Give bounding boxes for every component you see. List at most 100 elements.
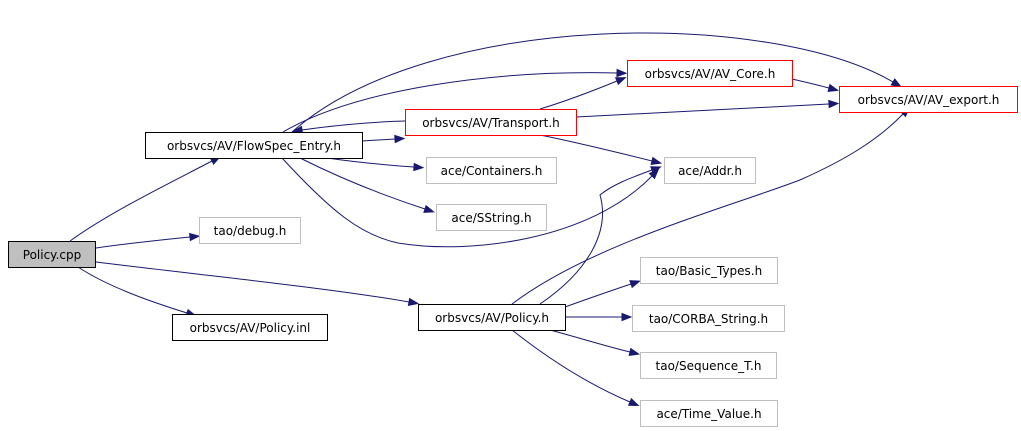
edge-line [299, 157, 426, 210]
edge-flowspec-to-containers [326, 157, 425, 172]
node-box [627, 60, 793, 87]
edge-transport-to-flowspec [291, 120, 406, 135]
edge-policy_cpp-to-policy_inl [77, 266, 197, 317]
edge-line [549, 329, 631, 353]
arrowhead-icon [827, 83, 840, 92]
arrowhead-icon [650, 156, 663, 165]
node-flowspec[interactable]: orbsvcs/AV/FlowSpec_Entry.h [145, 132, 363, 159]
arrowhead-icon [423, 204, 435, 213]
edge-line [511, 329, 631, 403]
arrowhead-icon [627, 397, 640, 407]
node-containers: ace/Containers.h [426, 157, 557, 184]
node-sequence-t: tao/Sequence_T.h [640, 352, 777, 379]
node-label: ace/SString.h [451, 211, 531, 225]
node-box [405, 109, 577, 136]
edge-policy_cpp-to-debug [95, 232, 201, 249]
node-box [426, 157, 557, 184]
node-addr: ace/Addr.h [664, 157, 756, 184]
edge-line [564, 283, 632, 308]
node-label: orbsvcs/AV/FlowSpec_Entry.h [167, 139, 341, 153]
node-policy-cpp[interactable]: Policy.cpp [8, 241, 96, 268]
edge-policy_cpp-to-flowspec [69, 156, 222, 242]
edge-line [539, 80, 618, 110]
node-policy-h[interactable]: orbsvcs/AV/Policy.h [418, 304, 566, 331]
edge-flowspec-to-transport [361, 134, 406, 144]
arrowhead-icon [890, 78, 902, 88]
node-corba-string: tao/CORBA_String.h [632, 305, 785, 332]
arrowhead-icon [394, 134, 406, 144]
node-label: ace/Time_Value.h [656, 407, 761, 421]
node-box [632, 305, 785, 332]
edge-line [69, 160, 213, 242]
edge-policy_h-to-time_value [511, 329, 640, 407]
arrowhead-icon [828, 99, 840, 109]
node-label: orbsvcs/AV/Policy.h [435, 311, 549, 325]
edge-line [539, 134, 653, 162]
edge-policy_h-to-corba_string [565, 312, 633, 322]
edge-line [291, 32, 894, 133]
arrowhead-icon [614, 77, 627, 86]
node-box [418, 304, 566, 331]
node-label: orbsvcs/AV/Policy.inl [190, 321, 311, 335]
edge-flowspec-to-sstring [299, 157, 435, 213]
node-label: orbsvcs/AV/Transport.h [422, 116, 560, 130]
arrowhead-icon [407, 297, 420, 307]
edge-line [95, 261, 410, 303]
node-label: ace/Containers.h [441, 164, 543, 178]
edge-line [77, 266, 188, 314]
node-label: tao/CORBA_String.h [649, 312, 768, 326]
edge-line [326, 157, 415, 168]
node-label: tao/debug.h [214, 224, 287, 238]
node-sstring: ace/SString.h [436, 204, 547, 231]
edge-line [361, 138, 396, 142]
edge-line [575, 103, 830, 118]
edge-transport-to-addr [539, 134, 663, 165]
node-label: tao/Sequence_T.h [656, 359, 762, 373]
edge-policy_h-to-basic_types [564, 280, 641, 308]
node-box [436, 204, 547, 231]
arrowhead-icon [616, 68, 628, 78]
node-label: Policy.cpp [23, 248, 81, 262]
node-transport[interactable]: orbsvcs/AV/Transport.h [405, 109, 577, 136]
edge-av_core-to-av_export [791, 78, 840, 92]
node-policy-inl[interactable]: orbsvcs/AV/Policy.inl [172, 314, 328, 341]
arrowhead-icon [621, 312, 633, 322]
node-box [199, 217, 301, 244]
arrowhead-icon [189, 232, 201, 242]
edge-line [511, 113, 904, 305]
edge-flowspec-to-av_core [282, 68, 628, 133]
edge-flowspec-to-av_export [291, 32, 902, 133]
edge-policy_h-to-sequence_t [549, 329, 641, 356]
edge-transport-to-av_core [539, 77, 627, 110]
node-label: ace/Addr.h [678, 164, 742, 178]
edge-policy_h-to-addr [539, 166, 662, 305]
edge-line [539, 169, 653, 305]
edge-line [282, 72, 618, 133]
node-basic-types: tao/Basic_Types.h [640, 257, 778, 284]
edge-line [301, 120, 406, 131]
edge-line [95, 236, 191, 249]
edge-line [791, 78, 830, 89]
node-box [145, 132, 363, 159]
node-box [664, 157, 756, 184]
edge-policy_cpp-to-policy_h [95, 261, 420, 307]
arrowhead-icon [629, 280, 641, 289]
nodes-layer: Policy.cpp orbsvcs/AV/FlowSpec_Entry.htao… [8, 60, 1018, 427]
arrowhead-icon [650, 166, 662, 175]
node-box [172, 314, 328, 341]
edge-transport-to-av_export [575, 99, 840, 118]
node-box [640, 400, 778, 427]
edge-line [281, 157, 653, 248]
node-box [8, 241, 96, 268]
node-av-export[interactable]: orbsvcs/AV/AV_export.h [839, 86, 1018, 113]
arrowhead-icon [413, 162, 425, 172]
node-box [640, 352, 777, 379]
node-av-core[interactable]: orbsvcs/AV/AV_Core.h [627, 60, 793, 87]
node-label: tao/Basic_Types.h [656, 264, 762, 278]
node-time-value: ace/Time_Value.h [640, 400, 778, 427]
arrowhead-icon [628, 347, 641, 356]
node-debug: tao/debug.h [199, 217, 301, 244]
node-label: orbsvcs/AV/AV_Core.h [645, 67, 776, 81]
edges-layer [69, 32, 911, 407]
